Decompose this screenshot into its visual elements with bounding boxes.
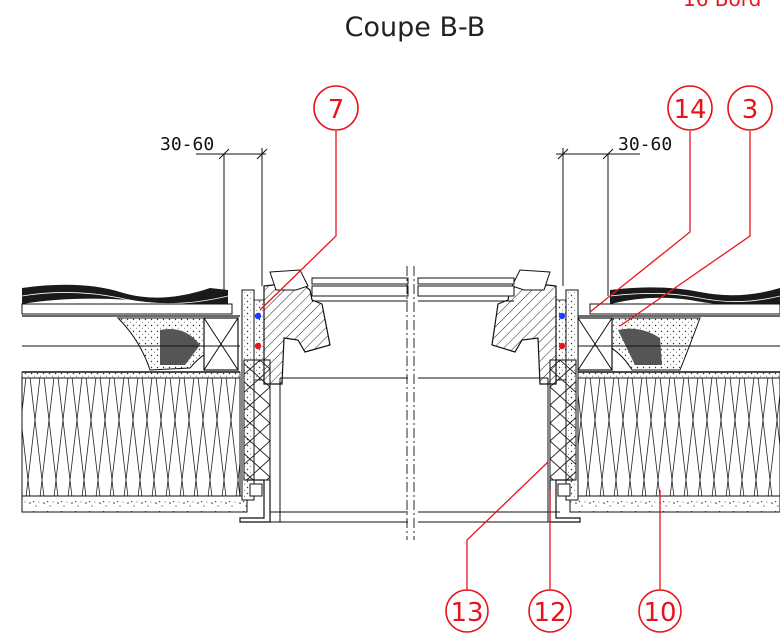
right-seal-blue: [558, 312, 566, 320]
left-curb: [239, 269, 331, 523]
left-insulation: [21, 377, 241, 497]
right-insulation: [574, 377, 780, 497]
right-seal-red: [558, 342, 566, 350]
glazing: [311, 277, 515, 302]
left-seal-red: [254, 342, 262, 350]
left-seal-blue: [254, 312, 262, 320]
right-roof: [569, 287, 780, 513]
callout-7-label: 7: [328, 95, 345, 125]
callout-14-label: 14: [673, 95, 706, 125]
callout-12-label: 12: [533, 598, 566, 628]
dimension-left-label: 30-60: [160, 134, 214, 155]
dimension-left: [196, 148, 268, 296]
left-slab: [21, 495, 248, 513]
break-lines: [406, 266, 415, 540]
callout-10-label: 10: [643, 598, 676, 628]
callout-14: 14: [667, 85, 713, 131]
callout-13-label: 13: [450, 598, 483, 628]
callout-7: 7: [313, 85, 359, 131]
left-frame-profile: [263, 281, 331, 385]
callout-3-label: 3: [742, 95, 759, 125]
callout-13: 13: [445, 589, 489, 633]
shaft: [240, 377, 580, 523]
left-roof: [21, 284, 248, 513]
right-slab: [569, 495, 780, 513]
page-title: Coupe B-B: [345, 12, 486, 43]
left-roof-tiles: [22, 284, 228, 305]
callout-3: 3: [727, 85, 773, 131]
callout-leaders: [259, 131, 751, 597]
right-roof-tiles: [610, 287, 780, 306]
dimension-right: [556, 148, 640, 296]
right-curb: [491, 269, 581, 523]
callout-10: 10: [638, 589, 682, 633]
corner-label: 16 Bord: [683, 0, 761, 11]
dimension-right-label: 30-60: [618, 134, 672, 155]
right-frame-profile: [491, 281, 557, 385]
callout-12: 12: [528, 589, 572, 633]
